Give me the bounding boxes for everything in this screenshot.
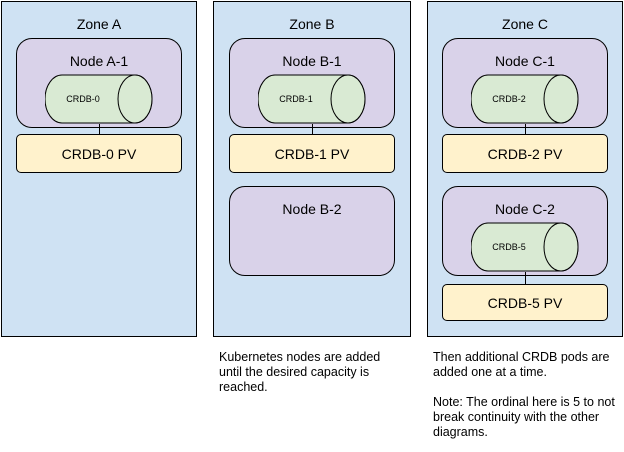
pod-crdb-0-label: CRDB-0 [66,94,100,104]
node-c1-title: Node C-1 [495,53,555,69]
connector-line [312,124,313,134]
pv-crdb-0: CRDB-0 PV [16,134,182,173]
cylinder-icon [257,74,366,124]
pod-crdb-2-label: CRDB-2 [492,94,526,104]
pod-crdb-5-label: CRDB-5 [492,242,526,252]
note-zone-b: Kubernetes nodes are added until the des… [219,350,405,395]
connector-line [525,124,526,134]
pod-crdb-2: CRDB-2 [470,74,579,124]
node-b2-title: Node B-2 [282,201,342,217]
zone-c-title: Zone C [502,16,548,32]
pod-crdb-5: CRDB-5 [470,222,579,272]
zone-b-title: Zone B [289,16,335,32]
node-c2-title: Node C-2 [495,201,555,217]
cylinder-icon [470,222,579,272]
note-zone-c-text-1: Then additional CRDB pods are added one … [433,350,610,379]
pod-crdb-1: CRDB-1 [257,74,366,124]
pv-crdb-2: CRDB-2 PV [442,134,608,173]
node-a1-title: Node A-1 [69,53,129,69]
note-zone-b-text: Kubernetes nodes are added until the des… [219,350,381,394]
connector-line [99,124,100,134]
node-b2: Node B-2 [229,186,395,276]
cylinder-icon [470,74,579,124]
pv-crdb-1: CRDB-1 PV [229,134,395,173]
pv-crdb-5: CRDB-5 PV [442,284,608,321]
note-zone-c: Then additional CRDB pods are added one … [433,350,619,440]
pod-crdb-0: CRDB-0 [44,74,153,124]
node-b1-title: Node B-1 [282,53,342,69]
cylinder-icon [44,74,153,124]
zone-a-title: Zone A [76,16,122,32]
note-zone-c-text-2: Note: The ordinal here is 5 to not break… [433,395,615,439]
connector-line [525,272,526,284]
pod-crdb-1-label: CRDB-1 [279,94,313,104]
